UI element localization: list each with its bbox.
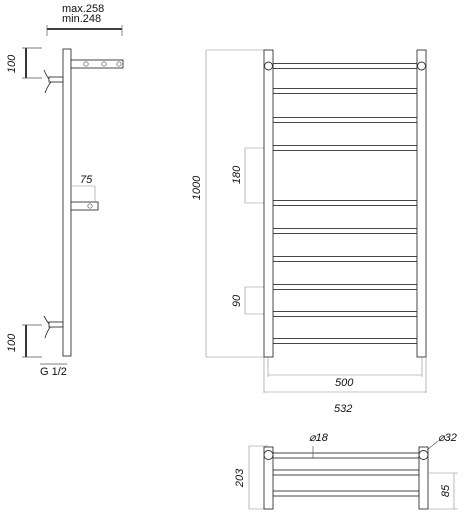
rail-spacing-dimension: 85	[428, 472, 458, 510]
front-view: 1000 180 90 500	[191, 49, 427, 415]
inner-width-dimension: 500	[267, 357, 423, 389]
middle-offset-label: 75	[80, 174, 93, 186]
side-view: max.258 min.248 100 100	[6, 3, 124, 378]
top-mount-height-label: 100	[6, 54, 18, 73]
top-wall-bracket	[43, 69, 64, 94]
middle-arm: 75	[70, 174, 99, 211]
upper-spacing-label: 180	[231, 165, 243, 184]
crossbar-5	[272, 200, 418, 206]
projection-max-label: max.258	[62, 3, 104, 15]
total-height-label: 1000	[191, 175, 203, 200]
crossbar-3	[272, 117, 418, 123]
left-mount-hole	[264, 61, 273, 71]
crossbar-9	[272, 311, 418, 317]
left-post	[263, 49, 274, 358]
bottom-mount-dimension: 100	[6, 324, 42, 358]
crossbar-10	[272, 338, 418, 344]
top-rail-middle	[272, 469, 420, 476]
depth-dimension: 203	[234, 445, 268, 510]
total-height-dimension: 1000	[191, 49, 265, 358]
crossbars	[272, 63, 418, 344]
crossbar-6	[272, 228, 418, 234]
post-diameter-label: ⌀32	[438, 432, 457, 444]
inner-width-label: 500	[335, 377, 354, 389]
total-width-label: 532	[334, 403, 352, 415]
crossbar-2	[272, 88, 418, 94]
total-width-dimension: 532	[263, 357, 427, 415]
top-mount-dimension: 100	[6, 47, 42, 79]
bottom-wall-bracket	[43, 315, 64, 339]
top-view-left-post	[263, 446, 274, 510]
crossbar-7	[272, 256, 418, 262]
thread-size-label: G 1/2	[40, 366, 67, 378]
top-view-left-cap	[263, 450, 274, 460]
top-view-right-cap	[418, 450, 429, 460]
crossbar-4	[272, 145, 418, 151]
side-post	[62, 48, 72, 357]
crossbar-8	[272, 284, 418, 290]
top-view: 203 ⌀18 ⌀32 85	[234, 432, 458, 510]
top-shelf-arm	[70, 59, 124, 69]
right-post	[416, 49, 427, 358]
lower-spacing-label: 90	[231, 294, 243, 307]
depth-label: 203	[234, 468, 246, 488]
projection-min-label: min.248	[62, 13, 101, 25]
rail-spacing-label: 85	[440, 484, 452, 497]
right-mount-hole	[417, 61, 426, 71]
top-view-right-post	[418, 446, 429, 510]
top-rail-front	[272, 452, 420, 459]
bar-diameter-label: ⌀18	[309, 432, 329, 444]
projection-dimension: max.258 min.248	[46, 3, 123, 36]
crossbar-1	[272, 63, 418, 69]
top-rail-back	[272, 490, 420, 497]
bottom-mount-height-label: 100	[6, 333, 18, 352]
